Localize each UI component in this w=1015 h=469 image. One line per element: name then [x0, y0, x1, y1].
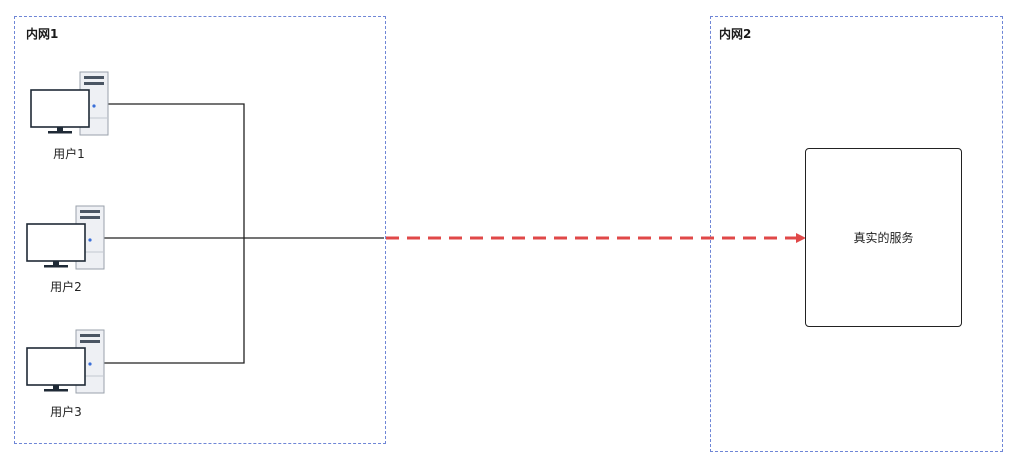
wire-user1	[108, 103, 245, 238]
desktop-computer-icon	[26, 205, 105, 270]
desktop-computer-icon	[30, 71, 109, 136]
zone-intranet-2	[710, 16, 1003, 452]
user-label-3: 用户3	[50, 405, 82, 419]
zone-intranet-2-title: 内网2	[719, 27, 752, 41]
zone-intranet-1-title: 内网1	[26, 27, 59, 41]
zone-intranet-1	[14, 16, 386, 444]
desktop-computer-icon	[26, 329, 105, 394]
user-label-1: 用户1	[53, 147, 85, 161]
user-label-2: 用户2	[50, 280, 82, 294]
wire-user3	[104, 238, 245, 364]
real-service-box[interactable]: 真实的服务	[805, 148, 962, 327]
real-service-label: 真实的服务	[853, 231, 914, 245]
